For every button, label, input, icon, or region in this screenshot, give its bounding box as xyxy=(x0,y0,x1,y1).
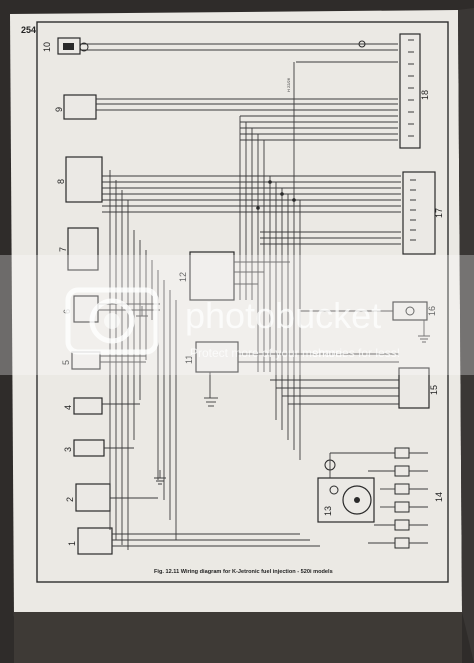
label-component-10: 10 xyxy=(42,42,52,52)
label-component-2: 2 xyxy=(65,497,75,502)
label-component-14: 14 xyxy=(434,492,444,502)
diagram-frame xyxy=(36,21,449,583)
component-18 xyxy=(399,33,421,149)
label-component-8: 8 xyxy=(56,179,66,184)
component-3 xyxy=(73,439,105,457)
label-component-15: 15 xyxy=(429,385,439,395)
photobucket-logo-icon xyxy=(65,287,159,355)
component-4 xyxy=(73,397,103,415)
photobucket-watermark: photobucket Protect more of your memorie… xyxy=(0,255,474,375)
component-7 xyxy=(67,227,99,271)
label-component-16: 16 xyxy=(427,306,437,316)
component-17 xyxy=(402,171,436,255)
component-labels: 10 9 8 7 6 5 4 3 2 1 11 12 13 14 15 16 1… xyxy=(42,42,444,546)
component-2 xyxy=(75,483,111,512)
page-number: 254 xyxy=(21,25,36,35)
label-component-7: 7 xyxy=(58,247,68,252)
figure-caption: Fig. 12.11 Wiring diagram for K-Jetronic… xyxy=(154,569,333,575)
label-component-11: 11 xyxy=(184,355,194,364)
label-component-18: 18 xyxy=(420,90,430,100)
component-9 xyxy=(63,94,97,120)
connector-18-code: H 22/26 xyxy=(286,77,291,92)
component-13 xyxy=(317,459,375,523)
component-1 xyxy=(77,527,113,555)
watermark-share: share. xyxy=(312,346,345,360)
component-11 xyxy=(195,341,239,373)
component-8 xyxy=(65,156,103,203)
label-component-17: 17 xyxy=(434,208,444,218)
label-component-13: 13 xyxy=(323,506,333,516)
component-15 xyxy=(398,367,430,409)
label-component-1: 1 xyxy=(67,541,77,546)
watermark-tagline: Protect more of your memories for less! xyxy=(190,346,400,360)
label-component-4: 4 xyxy=(63,405,73,410)
component-12 xyxy=(189,251,235,301)
label-component-9: 9 xyxy=(54,107,64,112)
watermark-brand: photobucket xyxy=(185,295,381,336)
label-component-12: 12 xyxy=(178,272,188,282)
label-component-3: 3 xyxy=(63,447,73,452)
component-10 xyxy=(57,37,81,55)
paper-page xyxy=(10,10,462,618)
label-component-5: 5 xyxy=(61,360,71,365)
